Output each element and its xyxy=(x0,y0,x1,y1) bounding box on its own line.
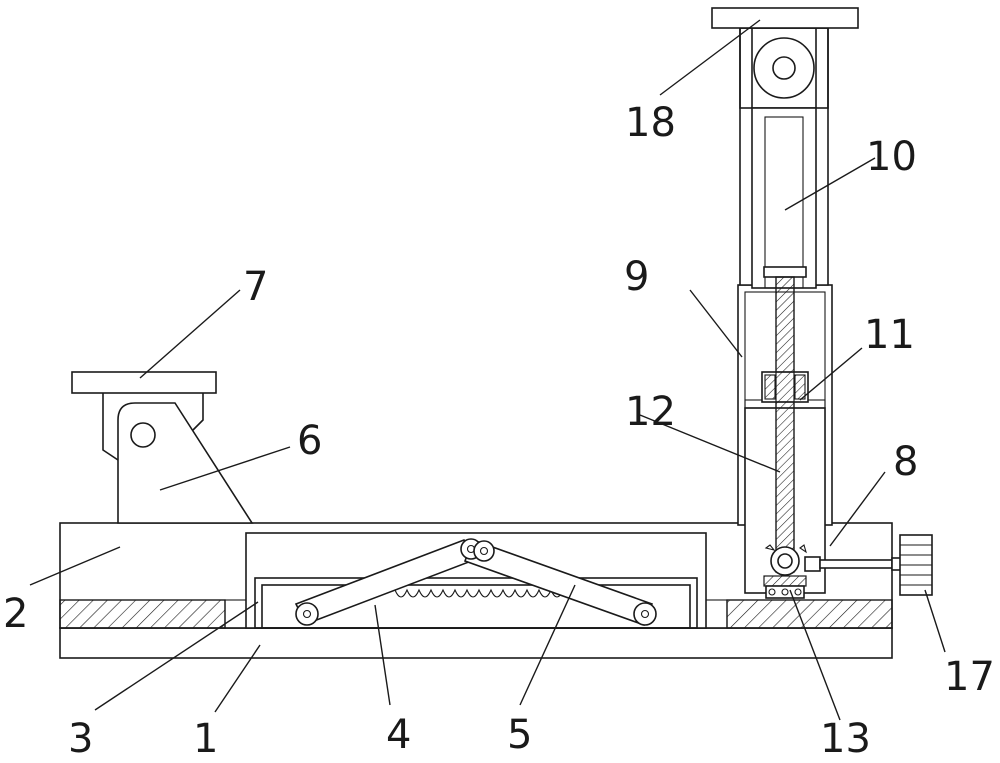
base-plate xyxy=(59,627,893,659)
label-9: 9 xyxy=(624,254,649,300)
label-13: 13 xyxy=(820,716,871,762)
label-17: 17 xyxy=(944,654,995,700)
bevel-gear xyxy=(763,544,807,599)
link-pivots-top xyxy=(460,538,495,562)
label-4: 4 xyxy=(386,712,411,758)
top-pad xyxy=(711,7,859,29)
label-8: 8 xyxy=(893,439,918,485)
spring xyxy=(394,588,564,598)
label-10: 10 xyxy=(866,134,917,180)
label-6: 6 xyxy=(297,418,322,464)
label-2: 2 xyxy=(3,591,28,637)
nut xyxy=(761,371,809,403)
label-12: 12 xyxy=(625,389,676,435)
link-rod-right xyxy=(463,538,657,627)
part-labels: 1 2 3 4 5 6 7 8 9 10 11 12 13 17 18 xyxy=(3,100,995,762)
screw-rod xyxy=(775,276,795,573)
inner-column xyxy=(739,27,829,289)
drive-shaft xyxy=(804,556,902,572)
label-5: 5 xyxy=(507,712,532,758)
label-1: 1 xyxy=(193,716,218,762)
left-pad xyxy=(71,371,217,394)
label-7: 7 xyxy=(243,264,268,310)
label-11: 11 xyxy=(864,312,915,358)
leader-lines xyxy=(29,19,946,721)
label-18: 18 xyxy=(625,100,676,146)
left-support xyxy=(102,392,254,524)
knob xyxy=(899,534,933,596)
label-3: 3 xyxy=(68,716,93,762)
